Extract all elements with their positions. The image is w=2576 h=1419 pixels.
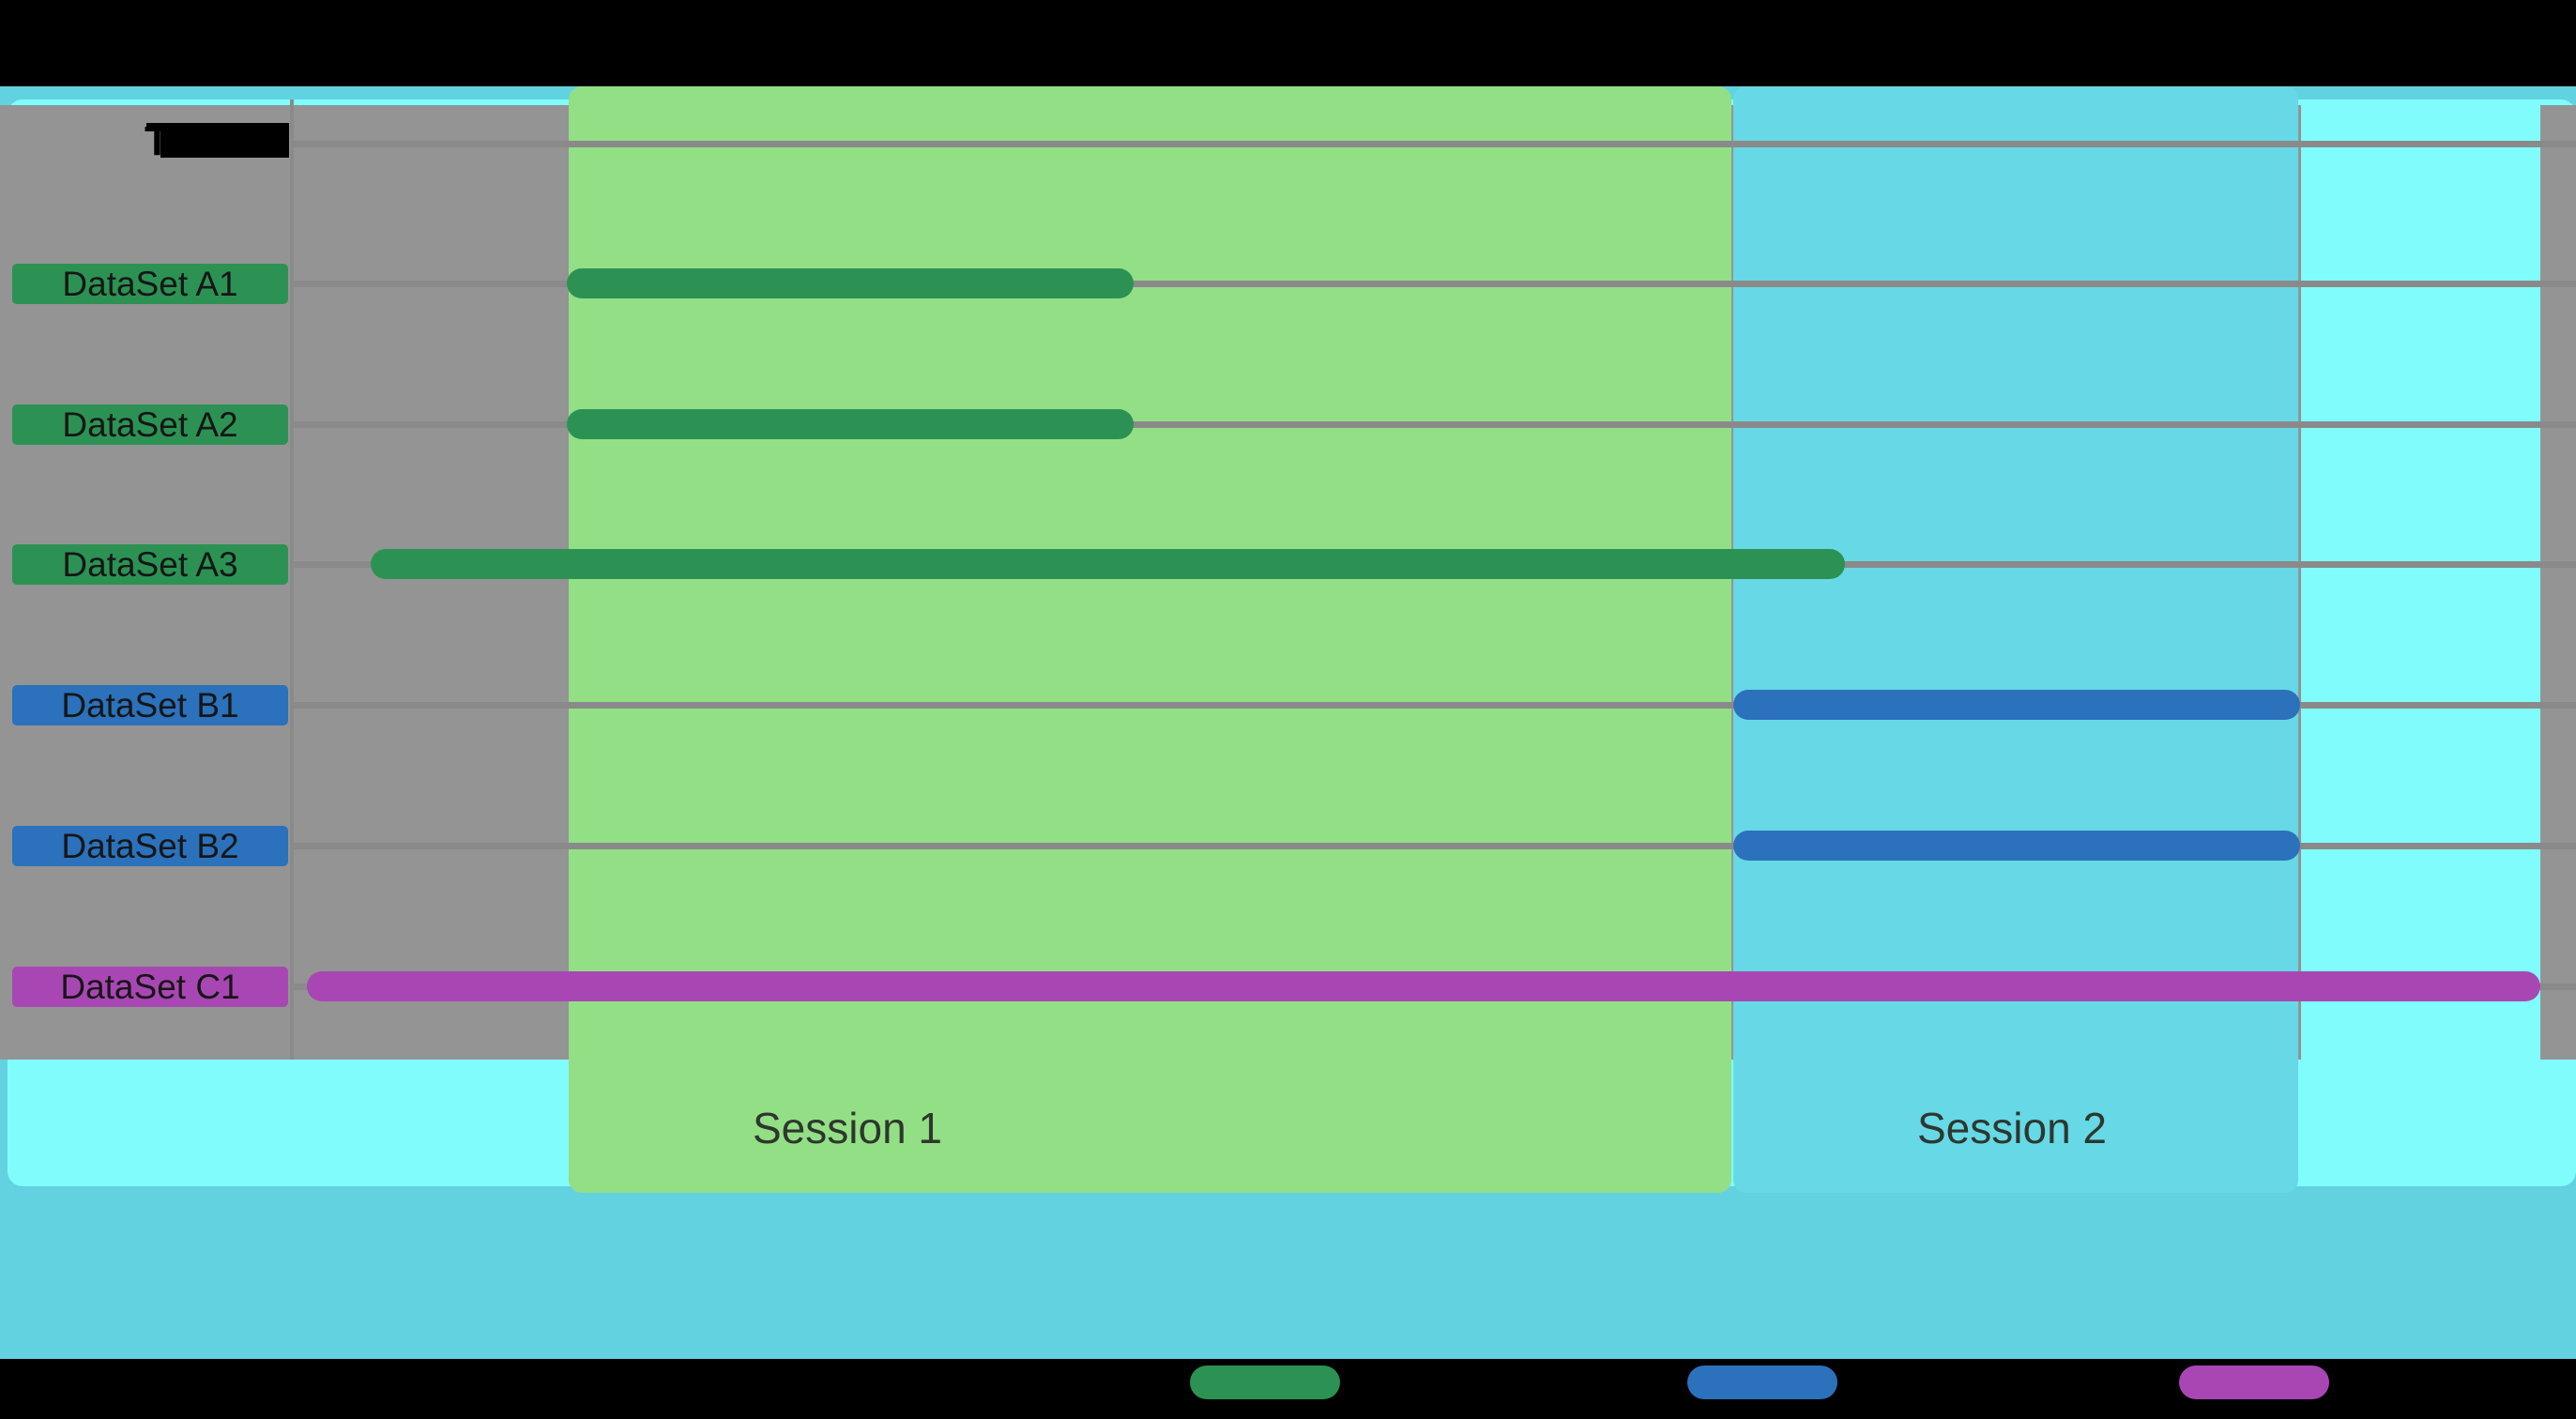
task-label: DataSet B1 — [12, 684, 288, 725]
gantt-bar — [1733, 831, 2300, 861]
legend-swatch-A — [1190, 1366, 1340, 1399]
y-axis-line — [290, 99, 294, 1060]
task-label: DataSet A2 — [12, 404, 288, 445]
gridline — [294, 141, 2576, 147]
task-label: DataSet B2 — [12, 825, 288, 866]
gantt-bar — [307, 971, 2540, 1001]
gridline — [294, 281, 2576, 287]
gantt-bar — [1733, 690, 2300, 720]
legend-swatch-C — [2179, 1366, 2329, 1399]
session1-panel — [569, 86, 1731, 1193]
gridline — [294, 843, 2576, 849]
gantt-bar — [567, 268, 1134, 298]
session2-caption: Session 2 — [1917, 1104, 2108, 1152]
session1-caption: Session 1 — [753, 1104, 943, 1152]
gridline — [294, 702, 2576, 709]
task-label: DataSet A1 — [12, 263, 288, 304]
task-label: DataSet C1 — [12, 966, 288, 1007]
axis-title-redaction-nub — [146, 123, 165, 131]
top-redaction-band — [0, 0, 2576, 86]
task-label: DataSet A3 — [12, 543, 288, 585]
plot-background-right-strip — [2540, 105, 2576, 1060]
gridline — [294, 421, 2576, 428]
axis-title-redaction-box — [160, 123, 289, 158]
legend-swatch-B — [1687, 1366, 1837, 1399]
session2-panel — [1733, 86, 2298, 1193]
gantt-bar — [371, 549, 1845, 579]
gantt-bar — [567, 409, 1134, 439]
